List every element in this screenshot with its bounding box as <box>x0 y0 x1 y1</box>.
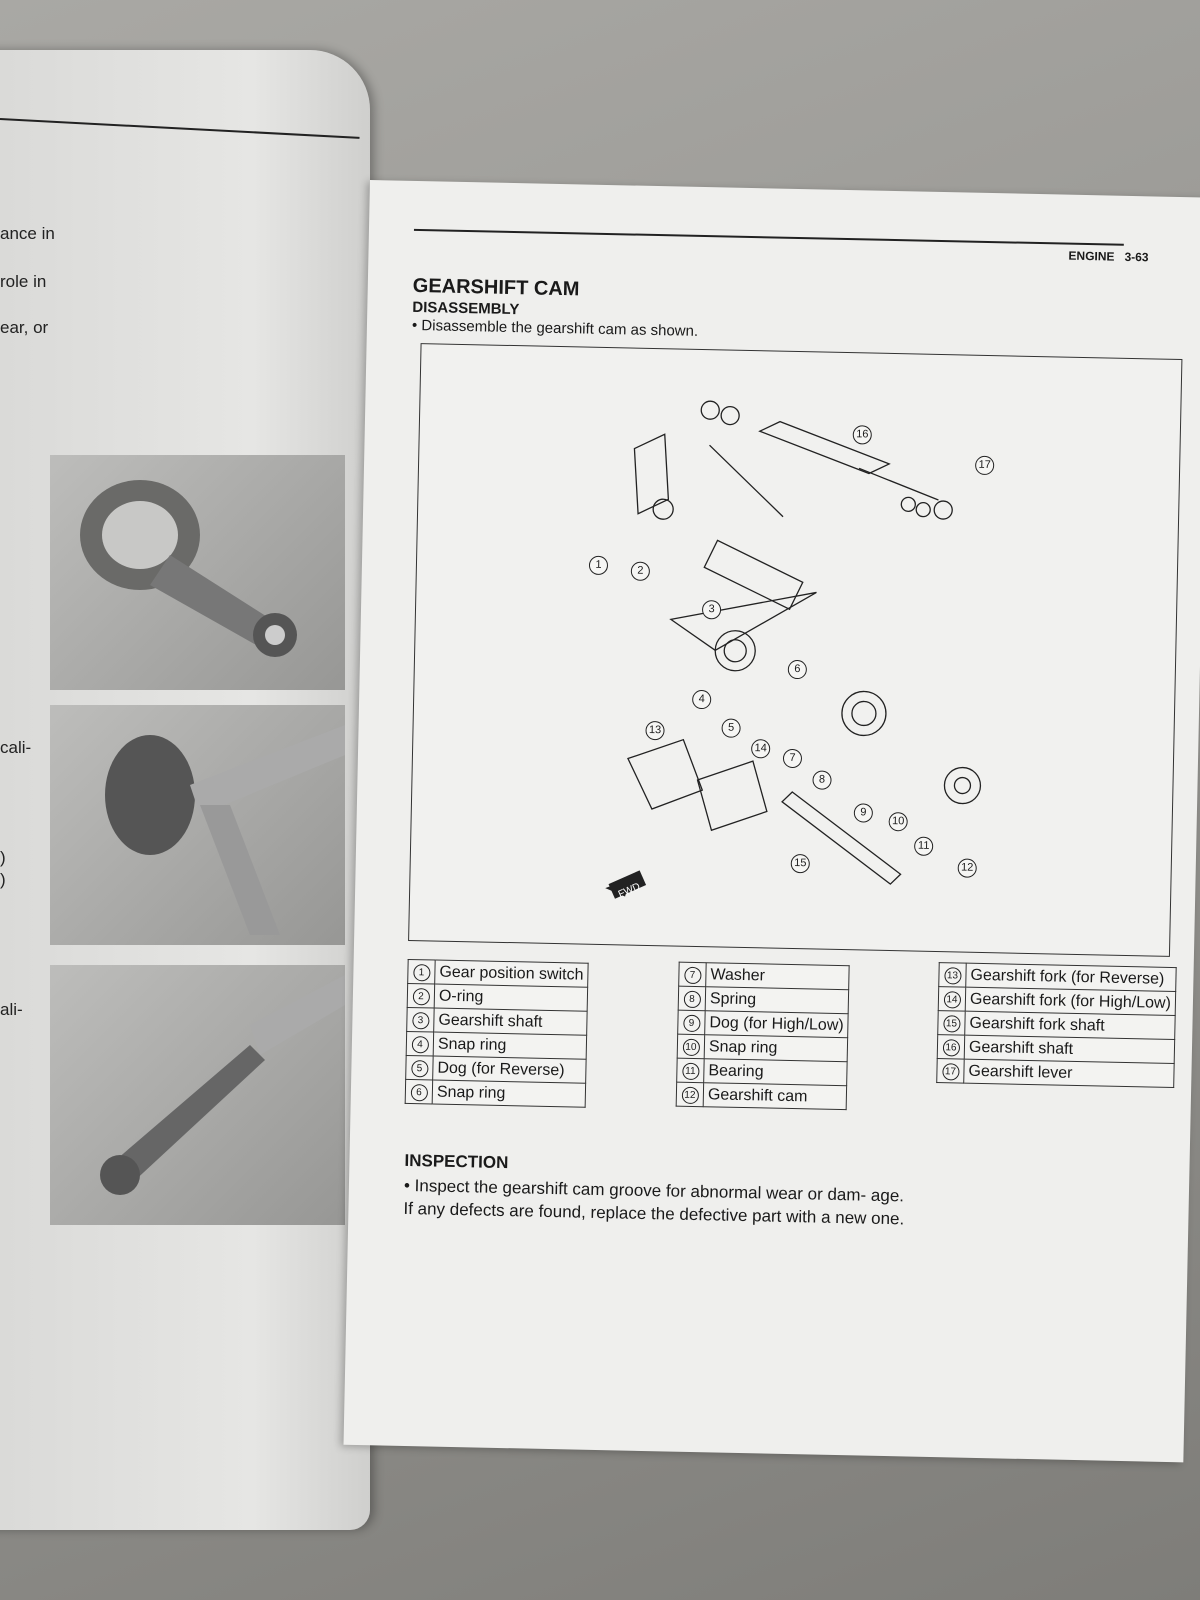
exploded-diagram: FWD 1 2 3 4 5 6 7 8 9 10 11 12 13 14 15 … <box>408 343 1183 957</box>
part-number-cell: 13 <box>938 962 967 988</box>
inspection-bullet: • Inspect the gearshift cam groove for a… <box>403 1175 905 1229</box>
part-number: 7 <box>683 966 702 985</box>
part-number-cell: 15 <box>937 1010 966 1036</box>
photo-caliper-gear <box>50 705 345 945</box>
part-number: 5 <box>410 1060 429 1078</box>
part-name: Gearshift cam <box>703 1082 847 1110</box>
header-rule <box>0 118 360 139</box>
part-number: 15 <box>942 1015 961 1033</box>
page-number: 3-63 <box>1124 249 1149 265</box>
part-number-cell: 10 <box>677 1034 705 1059</box>
page-title: GEARSHIFT CAM <box>412 274 580 301</box>
part-number-cell: 11 <box>676 1058 705 1083</box>
photo-caliper-fork <box>50 965 345 1225</box>
inspection-heading: INSPECTION <box>404 1150 509 1173</box>
part-name: Gear position switch <box>434 960 589 988</box>
part-number: 16 <box>942 1039 960 1057</box>
section-name: ENGINE <box>1068 248 1115 264</box>
part-number-cell: 8 <box>678 986 706 1011</box>
disassembly-heading: DISASSEMBLY <box>412 298 520 319</box>
part-number: 9 <box>682 1014 701 1033</box>
part-number: 10 <box>682 1038 700 1057</box>
part-number: 3 <box>411 1012 430 1030</box>
part-number-cell: 9 <box>677 1010 706 1035</box>
part-number-cell: 16 <box>937 1034 965 1060</box>
text-fragment: ) <box>0 870 6 889</box>
left-page: ance in role in ear, or cali- ) ) ali- <box>0 50 370 1530</box>
part-number-cell: 2 <box>407 983 435 1009</box>
bullet-text: Inspect the gearshift cam groove for abn… <box>403 1176 905 1229</box>
part-name: Washer <box>705 962 850 990</box>
header-rule <box>413 228 1124 246</box>
diagram-drawing: FWD <box>605 400 982 901</box>
right-page: ENGINE 3-63 GEARSHIFT CAM DISASSEMBLY • … <box>343 180 1200 1463</box>
part-name: Snap ring <box>432 1080 586 1108</box>
page-header: ENGINE 3-63 <box>1068 249 1148 265</box>
part-number: 11 <box>681 1062 700 1081</box>
part-number-cell: 1 <box>407 959 436 985</box>
part-name: Gearshift shaft <box>433 1008 588 1036</box>
part-name: Gearshift lever <box>963 1059 1175 1088</box>
part-number-cell: 14 <box>938 986 966 1012</box>
text-fragment: cali- <box>0 738 32 757</box>
bullet-text: Disassemble the gearshift cam as shown. <box>421 317 699 340</box>
text-fragment: role in <box>0 272 47 291</box>
part-number-cell: 3 <box>406 1007 435 1033</box>
part-name: Snap ring <box>704 1034 848 1062</box>
text-fragment: ance in <box>0 224 55 243</box>
part-number: 6 <box>410 1084 428 1102</box>
part-number-cell: 17 <box>936 1058 965 1084</box>
part-number-cell: 4 <box>406 1031 434 1057</box>
part-name: Spring <box>705 986 849 1014</box>
text-fragment: ) <box>0 848 6 867</box>
disassembly-bullet: • Disassemble the gearshift cam as shown… <box>411 316 699 340</box>
part-name: Dog (for Reverse) <box>432 1056 587 1084</box>
part-number: 12 <box>681 1086 699 1105</box>
part-number-cell: 5 <box>405 1055 434 1081</box>
part-number: 13 <box>943 967 962 985</box>
text-fragment: ali- <box>0 1000 23 1019</box>
part-number-cell: 12 <box>676 1082 704 1107</box>
part-number: 14 <box>943 991 961 1009</box>
part-name: O-ring <box>434 984 588 1012</box>
text-fragment: ear, or <box>0 318 49 337</box>
fwd-arrow: FWD <box>605 870 647 901</box>
part-number: 17 <box>941 1063 960 1081</box>
part-number-cell: 7 <box>678 962 707 987</box>
part-number: 2 <box>412 988 430 1006</box>
part-number: 4 <box>411 1036 429 1054</box>
part-name: Dog (for High/Low) <box>704 1010 849 1038</box>
part-number-cell: 6 <box>405 1079 433 1105</box>
photo-shift-fork <box>50 455 345 690</box>
part-number: 8 <box>683 990 701 1009</box>
part-name: Bearing <box>703 1058 848 1086</box>
part-number: 1 <box>412 964 431 982</box>
part-name: Snap ring <box>433 1032 587 1060</box>
